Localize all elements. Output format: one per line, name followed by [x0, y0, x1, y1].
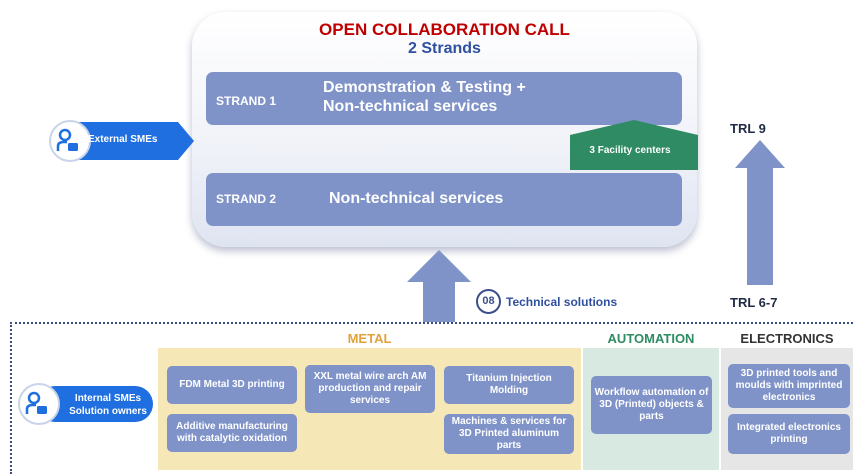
technical-solutions-label: Technical solutions [506, 295, 618, 309]
internal-smes-label: Internal SMEs Solution owners [66, 392, 150, 418]
strand-1-line-1: Demonstration & Testing + [323, 79, 526, 96]
strand-1-description: Demonstration & Testing + Non-technical … [323, 78, 623, 116]
facility-centers-label: 3 Facility centers [589, 145, 671, 156]
facility-centers-shape [570, 120, 698, 170]
electronics-category-title: ELECTRONICS [740, 331, 834, 346]
arrow-up-trl-icon [735, 140, 785, 285]
call-subtitle: 2 Strands [408, 40, 481, 57]
solution-printed-tools-moulds: 3D printed tools and moulds with imprint… [728, 364, 850, 408]
trl-6-7-label: TRL 6-7 [730, 295, 778, 310]
person-icon [56, 128, 78, 151]
strand-2-box: STRAND 2 Non-technical services [206, 173, 682, 226]
solution-titanium-injection: Titanium Injection Molding [444, 366, 574, 404]
internal-smes-badge [18, 383, 153, 425]
external-smes-label: External SMEs [88, 134, 158, 145]
person-icon [25, 391, 47, 414]
strand-2-label: STRAND 2 [216, 192, 277, 206]
solution-integrated-electronics: Integrated electronics printing [728, 414, 850, 454]
metal-category-title: METAL [347, 331, 392, 346]
strand-2-description: Non-technical services [329, 190, 504, 207]
divider-line [10, 322, 853, 324]
solution-machines-aluminum: Machines & services for 3D Printed alumi… [444, 414, 574, 454]
internal-smes-line-1: Internal SMEs [74, 393, 142, 404]
solution-fdm-metal: FDM Metal 3D printing [167, 366, 297, 404]
internal-smes-line-2: Solution owners [69, 406, 147, 417]
automation-category-title: AUTOMATION [607, 331, 695, 346]
trl-9-label: TRL 9 [730, 121, 766, 136]
solution-workflow-automation: Workflow automation of 3D (Printed) obje… [591, 376, 712, 434]
strand-1-label: STRAND 1 [216, 94, 277, 108]
divider-line-left [10, 322, 12, 474]
solution-xxl-metal-wire: XXL metal wire arch AM production and re… [305, 365, 435, 413]
strand-1-line-2: Non-technical services [323, 98, 498, 115]
external-smes-badge [49, 120, 194, 162]
technical-solutions-count: 08 [476, 289, 501, 314]
solution-additive-manufacturing: Additive manufacturing with catalytic ox… [167, 414, 297, 452]
call-title: OPEN COLLABORATION CALL [319, 20, 570, 39]
arrow-up-center-icon [407, 250, 471, 322]
strand-1-box: STRAND 1 Demonstration & Testing + Non-t… [206, 72, 682, 125]
